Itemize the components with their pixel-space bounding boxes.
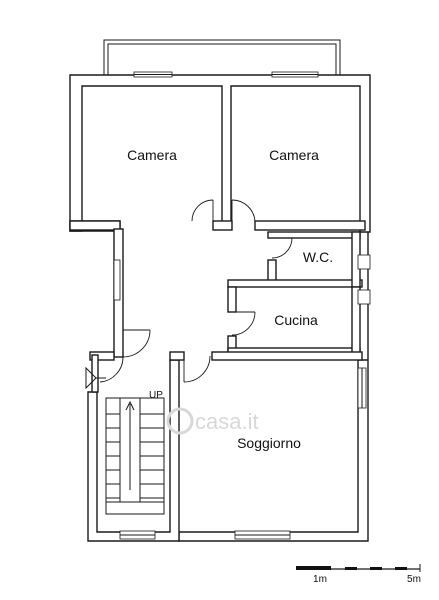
- watermark: casa.it: [166, 407, 259, 435]
- room-label-cucina: Cucina: [274, 312, 318, 328]
- balcony: [103, 39, 341, 76]
- room-label-camera-right: Camera: [269, 147, 319, 163]
- room-label-wc: W.C.: [303, 249, 333, 265]
- watermark-text: casa.it: [195, 409, 259, 434]
- scale-bar: 1m 5m: [296, 564, 421, 585]
- scale-label-1m: 1m: [313, 574, 327, 585]
- entry-arrow: [85, 366, 106, 390]
- windows: [113, 71, 371, 540]
- stairs-up-label: UP: [149, 390, 163, 401]
- room-label-camera-left: Camera: [127, 147, 177, 163]
- doors: [99, 199, 293, 383]
- interior-walls: [69, 220, 366, 393]
- room-label-soggiorno: Soggiorno: [237, 435, 301, 451]
- scale-label-5m: 5m: [407, 574, 421, 585]
- staircase: [105, 397, 165, 515]
